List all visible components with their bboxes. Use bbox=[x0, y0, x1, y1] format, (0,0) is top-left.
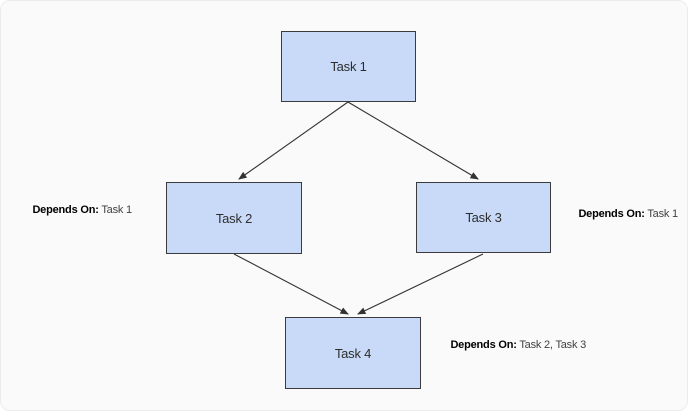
node-task-1: Task 1 bbox=[281, 31, 416, 102]
annotation-task-4-depends-value: Task 2, Task 3 bbox=[516, 339, 587, 351]
annotation-task-3-depends: Depends On: Task 1 bbox=[567, 193, 678, 235]
node-task-4-label: Task 4 bbox=[334, 345, 372, 361]
edge-task3-to-task4 bbox=[357, 253, 484, 315]
annotation-task-3-depends-prefix: Depends On: bbox=[578, 208, 645, 220]
annotation-task-2-depends: Depends On: Task 1 bbox=[21, 189, 132, 231]
node-task-3-label: Task 3 bbox=[465, 210, 502, 225]
edge-task1-to-task3 bbox=[347, 101, 479, 180]
annotation-task-4-depends: Depends On: Task 2, Task 3 bbox=[439, 324, 586, 366]
annotation-task-2-depends-prefix: Depends On: bbox=[32, 204, 99, 216]
edge-task2-to-task4 bbox=[233, 253, 349, 315]
node-task-3: Task 3 bbox=[416, 182, 551, 253]
annotation-task-4-depends-prefix: Depends On: bbox=[450, 339, 517, 351]
annotation-task-2-depends-value: Task 1 bbox=[98, 204, 132, 216]
node-task-2-label: Task 2 bbox=[215, 210, 253, 226]
edge-task1-to-task2 bbox=[238, 101, 349, 180]
annotation-task-3-depends-value: Task 1 bbox=[644, 208, 678, 220]
node-task-4: Task 4 bbox=[285, 317, 421, 389]
node-task-1-label: Task 1 bbox=[330, 59, 367, 74]
node-task-2: Task 2 bbox=[166, 182, 302, 254]
